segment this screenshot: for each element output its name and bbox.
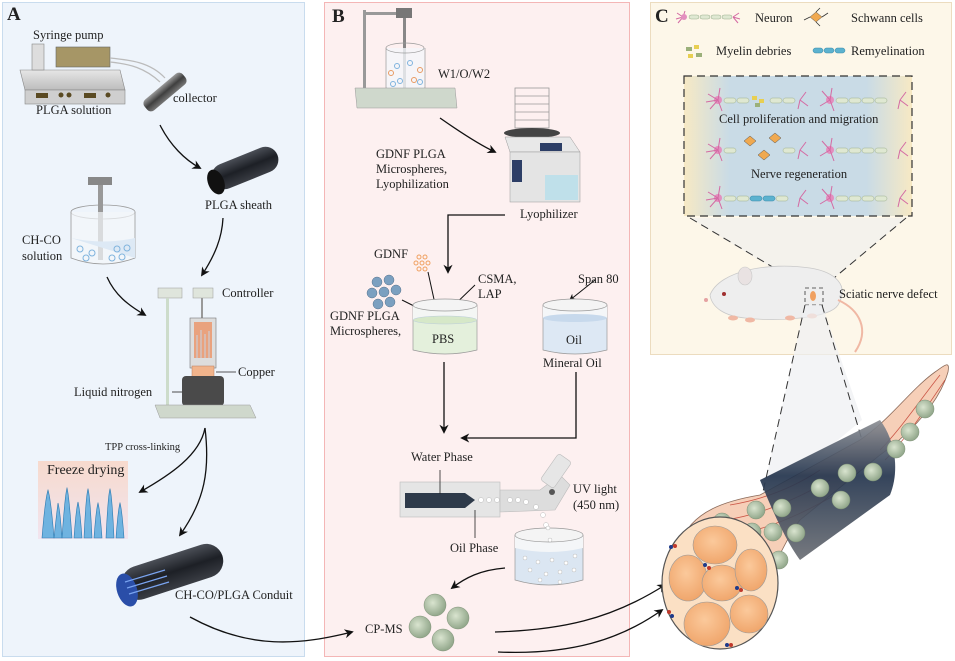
- arrow: [159, 124, 202, 169]
- label-cell-proliferation: Cell proliferation and migration: [719, 112, 879, 126]
- oil-beaker-icon: [542, 298, 608, 355]
- label-uv-light-2: (450 nm): [573, 498, 620, 512]
- blood-vessel-markers: [667, 544, 743, 647]
- label-span80: Span 80: [578, 272, 619, 286]
- neuron-icon: [675, 10, 741, 24]
- arrow: [494, 584, 667, 633]
- panel-label-c: C: [655, 6, 669, 27]
- syringe-pump-icon: [19, 43, 166, 105]
- freeze-drying-icon: [38, 461, 128, 539]
- panel-label-a: A: [7, 4, 21, 25]
- collection-beaker-icon: [514, 525, 584, 586]
- label-lap: LAP: [478, 287, 502, 301]
- label-gdnf: GDNF: [374, 247, 409, 261]
- label-gdnf-plga-2: Microspheres,: [376, 162, 448, 176]
- remyelination-icon: [812, 47, 846, 54]
- label-conduit: CH-CO/PLGA Conduit: [175, 588, 293, 602]
- label-controller: Controller: [222, 286, 274, 300]
- label-ms-1: GDNF PLGA: [330, 309, 400, 323]
- chco-plga-conduit-icon: [116, 543, 224, 607]
- label-w1ow2: W1/O/W2: [438, 67, 491, 81]
- label-copper: Copper: [238, 365, 275, 379]
- label-freeze-drying: Freeze drying: [47, 463, 125, 478]
- label-gdnf-plga-3: Lyophilization: [376, 177, 449, 191]
- panel-label-b: B: [332, 6, 345, 27]
- gdnf-plga-microspheres-icon: [366, 274, 402, 310]
- collector-icon: [143, 72, 187, 112]
- arrow: [460, 372, 577, 443]
- arrow: [443, 214, 505, 274]
- label-gdnf-plga-1: GDNF PLGA: [376, 147, 446, 161]
- freeze-casting-apparatus-icon: [154, 287, 257, 419]
- label-syringe-pump: Syringe pump: [33, 28, 104, 42]
- microfluidic-chip-icon: [399, 454, 571, 538]
- regenerating-nerve-rows: [705, 87, 909, 210]
- legend-schwann-cells: Schwann cells: [851, 11, 923, 25]
- rat-icon: [704, 265, 864, 353]
- label-mineral-oil: Mineral Oil: [543, 356, 602, 370]
- legend-myelin-debris: Myelin debries: [716, 44, 792, 58]
- label-uv-light-1: UV light: [573, 482, 617, 496]
- arrow: [568, 279, 596, 301]
- pbs-beaker-icon: [412, 298, 478, 355]
- cp-ms-microspheres-icon: [408, 593, 470, 652]
- arrow: [497, 608, 664, 654]
- arrow: [106, 276, 147, 316]
- panel-a: [2, 2, 305, 657]
- label-chco-solution-2: solution: [22, 249, 63, 263]
- arrow: [450, 567, 506, 590]
- label-lyophilizer: Lyophilizer: [520, 207, 578, 221]
- label-tpp-crosslinking: TPP cross-linking: [105, 442, 181, 453]
- label-plga-solution: PLGA solution: [36, 103, 112, 117]
- arrow: [178, 427, 208, 537]
- label-nerve-regeneration: Nerve regeneration: [751, 167, 848, 181]
- label-csma: CSMA,: [478, 272, 517, 286]
- gdnf-particles-icon: [413, 254, 431, 272]
- label-cp-ms: CP-MS: [365, 622, 403, 636]
- label-plga-sheath: PLGA sheath: [205, 198, 273, 212]
- label-oil-phase: Oil Phase: [450, 541, 499, 555]
- label-oil: Oil: [566, 333, 582, 347]
- label-sciatic-nerve-defect: Sciatic nerve defect: [839, 287, 938, 301]
- label-ms-2: Microspheres,: [330, 324, 402, 338]
- label-chco-solution-1: CH-CO: [22, 233, 61, 247]
- lyophilizer-icon: [504, 87, 581, 203]
- label-water-phase: Water Phase: [411, 450, 473, 464]
- myelin-debris-icon: [686, 45, 702, 58]
- legend-remyelination: Remyelination: [851, 44, 925, 58]
- label-pbs: PBS: [432, 332, 455, 346]
- schwann-cell-icon: [803, 7, 829, 27]
- magnetic-stirrer-icon: [354, 8, 458, 109]
- plga-sheath-icon: [207, 146, 279, 195]
- arrow: [201, 217, 224, 277]
- arrow: [439, 117, 497, 154]
- label-collector: collector: [173, 91, 217, 105]
- stirred-beaker-icon: [70, 177, 136, 265]
- sciatic-nerve-with-conduit-icon: [661, 364, 949, 650]
- arrow: [138, 427, 206, 493]
- label-liquid-nitrogen: Liquid nitrogen: [74, 385, 153, 399]
- legend-neuron: Neuron: [755, 11, 793, 25]
- arrow: [189, 616, 354, 643]
